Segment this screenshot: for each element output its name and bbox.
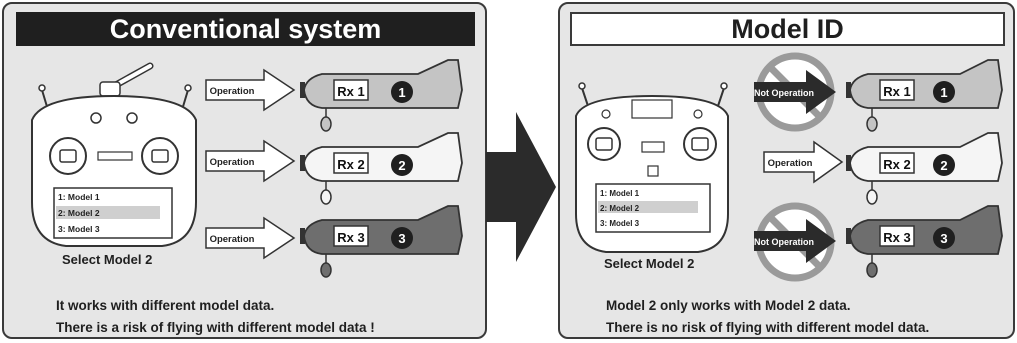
receiver-number-badge: 3 [940,231,947,246]
airplane-rx2-icon [846,132,1003,205]
transmitter-icon [575,82,729,253]
operation-label: Operation [768,158,813,169]
model-list-item-selected: 2: Model 2 [600,204,640,213]
panel-title: Model ID [570,12,1005,46]
operation-label: Operation [210,157,255,168]
model-list-item: 3: Model 3 [600,219,640,228]
airplane-rx3-icon [846,205,1003,278]
receiver-number-badge: 1 [940,85,947,100]
model-id-diagram: 1: Model 1 2: Model 2 3: Model 3 Not Ope… [575,52,1003,282]
airplane-rx1-icon [300,59,463,132]
model-list-item: 1: Model 1 [600,189,640,198]
operation-label: Not Operation [754,237,814,247]
model-list-item-selected: 2: Model 2 [58,208,100,218]
note-line-2: There is a risk of flying with different… [56,320,375,335]
transmitter-caption: Select Model 2 [604,256,695,271]
operation-label: Not Operation [754,88,814,98]
receiver-label: Rx 3 [883,230,910,245]
receiver-number-badge: 2 [940,158,947,173]
panel-title: Conventional system [16,12,475,46]
model-list-item: 1: Model 1 [58,192,100,202]
note-line-1: Model 2 only works with Model 2 data. [606,298,851,313]
prohibited-icon: Not Operation [754,202,836,282]
operation-arrow-icon: Operation [205,68,296,112]
transmitter-icon [31,62,197,247]
airplane-rx1-icon [846,59,1003,132]
airplane-rx3-icon [300,205,463,278]
operation-arrow-icon: Operation [205,139,296,183]
model-id-panel: Model ID 1: Model 1 2: Model 2 3: Model … [558,2,1015,339]
operation-label: Operation [210,86,255,97]
receiver-label: Rx 2 [337,157,364,172]
airplane-rx2-icon [300,132,463,205]
transition-arrow-icon [486,112,556,262]
prohibited-icon: Not Operation [754,52,836,132]
receiver-number-badge: 2 [398,158,405,173]
receiver-number-badge: 1 [398,85,405,100]
receiver-label: Rx 2 [883,157,910,172]
operation-arrow-icon: Operation [763,140,844,184]
note-line-1: It works with different model data. [56,298,275,313]
receiver-number-badge: 3 [398,231,405,246]
transmitter-caption: Select Model 2 [62,252,153,267]
receiver-label: Rx 1 [883,84,910,99]
operation-label: Operation [210,234,255,245]
receiver-label: Rx 1 [337,84,364,99]
receiver-label: Rx 3 [337,230,364,245]
conventional-system-panel: Conventional system 1: Model 1 2: Model … [2,2,487,339]
model-list-item: 3: Model 3 [58,224,100,234]
operation-arrow-icon: Operation [205,216,296,260]
note-line-2: There is no risk of flying with differen… [606,320,930,335]
conventional-diagram: 1: Model 1 2: Model 2 3: Model 3 Operati… [31,59,463,278]
